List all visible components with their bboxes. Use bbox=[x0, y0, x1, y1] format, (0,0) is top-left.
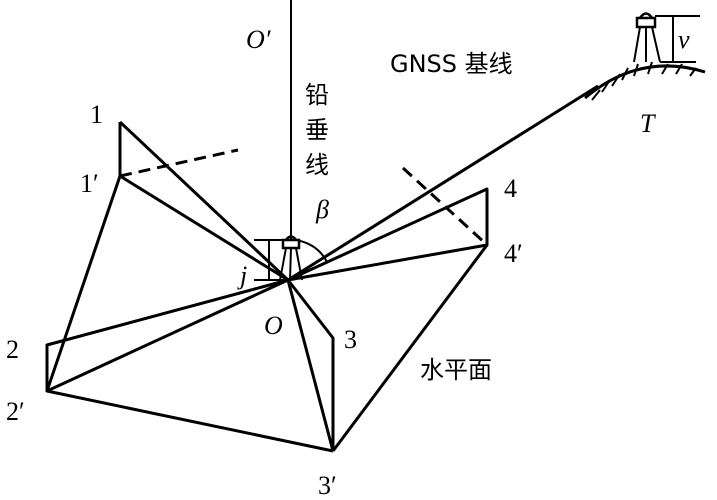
ray-O-1 bbox=[118, 120, 290, 282]
label-O: O bbox=[264, 311, 283, 340]
antenna-height-j-marker bbox=[254, 239, 286, 281]
label-vertical-1: 铅 bbox=[305, 81, 329, 109]
dashed-perpendicular-1 bbox=[119, 148, 239, 178]
label-3-prime: 3′ bbox=[318, 471, 337, 500]
label-horizontal-plane: 水平面 bbox=[420, 356, 492, 384]
label-vertical-2: 垂 bbox=[305, 116, 329, 144]
label-vertical-3: 线 bbox=[305, 151, 329, 179]
label-v: v bbox=[678, 25, 690, 54]
label-4: 4 bbox=[504, 174, 517, 203]
gnss-baseline-line bbox=[287, 84, 599, 282]
edge-3p-4p bbox=[331, 244, 489, 452]
edge-O-3-3p bbox=[286, 279, 335, 451]
label-2-prime: 2′ bbox=[6, 397, 25, 426]
edge-2p-3p bbox=[46, 389, 334, 453]
label-beta: β bbox=[315, 195, 329, 224]
triangle-O-2-2p bbox=[45, 278, 289, 393]
label-1: 1 bbox=[90, 100, 103, 129]
label-1-prime: 1′ bbox=[80, 169, 99, 198]
label-j: j bbox=[237, 261, 247, 290]
label-T: T bbox=[640, 109, 656, 138]
label-o-prime: O′ bbox=[246, 25, 271, 54]
edge-1p-2p bbox=[45, 175, 122, 392]
label-4-prime: 4′ bbox=[504, 239, 523, 268]
ray-O-1p bbox=[119, 174, 289, 282]
remote-receiver-icon bbox=[633, 12, 661, 63]
hill-terrain bbox=[584, 61, 706, 101]
dashed-perpendicular-4 bbox=[401, 166, 487, 245]
antenna-height-v-marker bbox=[655, 15, 700, 63]
label-2: 2 bbox=[6, 335, 19, 364]
ray-O-3p bbox=[286, 279, 335, 452]
triangle-O-4-4p bbox=[287, 187, 489, 282]
label-gnss-baseline: GNSS 基线 bbox=[390, 50, 513, 78]
label-3: 3 bbox=[344, 325, 357, 354]
receiver-icon bbox=[279, 235, 303, 281]
